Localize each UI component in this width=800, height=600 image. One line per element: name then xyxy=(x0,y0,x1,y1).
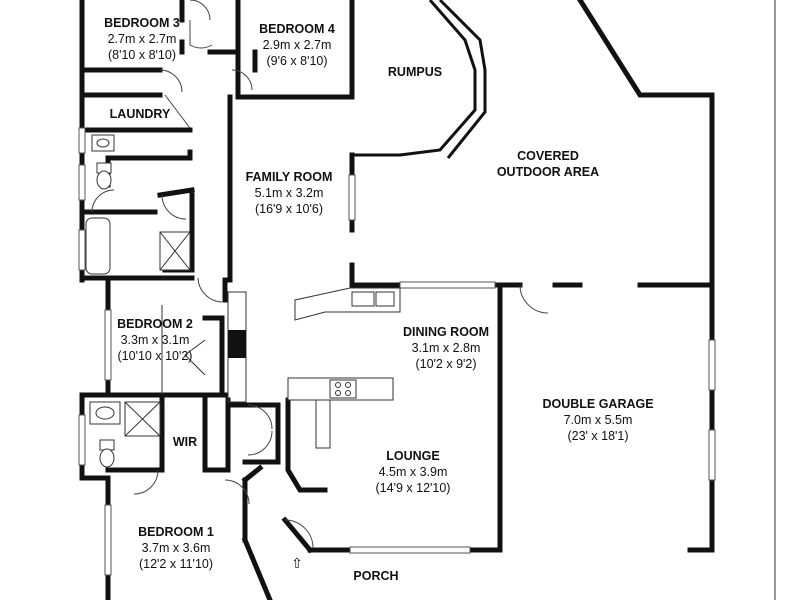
windows xyxy=(78,127,716,576)
garage-imperial: (23' x 18'1) xyxy=(567,429,628,443)
bedroom-1-name: BEDROOM 1 xyxy=(138,525,214,539)
room-double-garage: DOUBLE GARAGE 7.0m x 5.5m (23' x 18'1) xyxy=(542,397,653,443)
room-covered-outdoor-area: COVERED OUTDOOR AREA xyxy=(497,149,599,179)
bedroom-3-name: BEDROOM 3 xyxy=(104,16,180,30)
lounge-metric: 4.5m x 3.9m xyxy=(379,465,448,479)
laundry-label: LAUNDRY xyxy=(110,107,171,121)
family-room-metric: 5.1m x 3.2m xyxy=(255,186,324,200)
lounge-imperial: (14'9 x 12'10) xyxy=(376,481,451,495)
covered-line-2: OUTDOOR AREA xyxy=(497,165,599,179)
room-bedroom-1: BEDROOM 1 3.7m x 3.6m (12'2 x 11'10) xyxy=(138,525,214,571)
bedroom-2-name: BEDROOM 2 xyxy=(117,317,193,331)
bedroom-1-imperial: (12'2 x 11'10) xyxy=(139,557,213,571)
bedroom-2-metric: 3.3m x 3.1m xyxy=(121,333,190,347)
bedroom-4-imperial: (9'6 x 8'10) xyxy=(266,54,327,68)
room-family-room: FAMILY ROOM 5.1m x 3.2m (16'9 x 10'6) xyxy=(246,170,333,216)
bedroom-3-metric: 2.7m x 2.7m xyxy=(108,32,177,46)
bedroom-1-metric: 3.7m x 3.6m xyxy=(142,541,211,555)
bedroom-3-imperial: (8'10 x 8'10) xyxy=(108,48,176,62)
dining-room-metric: 3.1m x 2.8m xyxy=(412,341,481,355)
bedroom-4-name: BEDROOM 4 xyxy=(259,22,335,36)
wir-label: WIR xyxy=(173,435,197,449)
dining-room-name: DINING ROOM xyxy=(403,325,489,339)
fixtures xyxy=(85,134,401,468)
covered-line-1: COVERED xyxy=(517,149,579,163)
porch-label: PORCH xyxy=(353,569,398,583)
bedroom-2-imperial: (10'10 x 10'2) xyxy=(118,349,193,363)
room-bedroom-4: BEDROOM 4 2.9m x 2.7m (9'6 x 8'10) xyxy=(259,22,335,68)
dining-room-imperial: (10'2 x 9'2) xyxy=(415,357,476,371)
garage-name: DOUBLE GARAGE xyxy=(542,397,653,411)
room-bedroom-3: BEDROOM 3 2.7m x 2.7m (8'10 x 8'10) xyxy=(104,16,180,62)
garage-metric: 7.0m x 5.5m xyxy=(564,413,633,427)
rumpus-label: RUMPUS xyxy=(388,65,442,79)
family-room-imperial: (16'9 x 10'6) xyxy=(255,202,323,216)
doors xyxy=(91,0,549,549)
entry-arrow-icon: ⇧ xyxy=(291,555,303,571)
room-dining-room: DINING ROOM 3.1m x 2.8m (10'2 x 9'2) xyxy=(403,325,489,371)
family-room-name: FAMILY ROOM xyxy=(246,170,333,184)
bedroom-4-metric: 2.9m x 2.7m xyxy=(263,38,332,52)
room-lounge: LOUNGE 4.5m x 3.9m (14'9 x 12'10) xyxy=(376,449,451,495)
room-bedroom-2: BEDROOM 2 3.3m x 3.1m (10'10 x 10'2) xyxy=(117,317,193,363)
interior-lines xyxy=(161,291,247,403)
lounge-name: LOUNGE xyxy=(386,449,439,463)
